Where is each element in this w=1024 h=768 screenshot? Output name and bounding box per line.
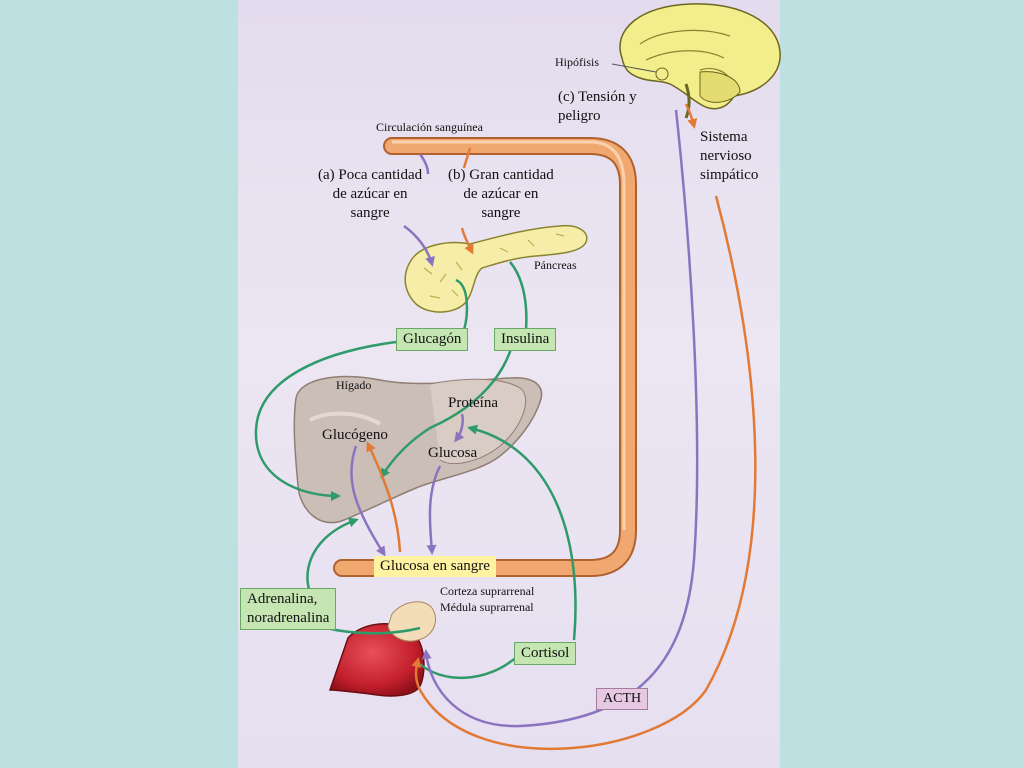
brain-to-sympathetic-arrow [684,103,698,129]
pancreas-to-insulin-arrow [509,261,528,331]
medula-suprarrenal-label: Médula suprarrenal [440,600,534,614]
adrenalina-box: Adrenalina, noradrenalina [240,588,337,630]
proteina-to-glucosa-arrow [454,413,465,443]
gran-cantidad-label: (b) Gran cantidad de azúcar en sangre [448,167,554,221]
blood-vessel [333,137,637,577]
brain-illustration [619,3,781,119]
higado-label: Hígado [336,378,372,392]
glucosa-label: Glucosa [428,445,478,461]
vessel-to-low-sugar-arrow [418,153,430,175]
green-arrows [254,261,577,680]
hipofisis-pointer [611,63,657,73]
glucogeno-label: Glucógeno [322,427,388,443]
purple-arrows [350,109,699,728]
adrenal-to-adrenalina-arrow [325,626,421,635]
insulin-to-liver-arrow [380,345,514,479]
sistema-nervioso-label: Sistema nervioso simpático [700,129,759,183]
adrenal-to-cortisol-arrow [419,653,521,680]
blood-to-glucogeno-arrow [366,441,402,553]
glucogeno-to-blood-arrow [350,445,386,557]
adrenal-gland-illustration [328,601,436,697]
glucosa-to-blood-arrow [426,465,442,555]
hipofisis-label: Hipófisis [555,55,600,69]
glucosa-en-sangre-label: Glucosa en sangre [374,556,496,577]
cortisol-to-protein-arrow [467,424,577,641]
proteina-label: Proteína [448,395,498,411]
pancreas-to-glucagon-arrow [455,278,469,331]
glucagon-box: Glucagón [396,328,469,351]
pancreas-illustration [404,224,588,313]
sympathetic-to-adrenal-arrow [411,195,757,751]
circulacion-label: Circulación sanguínea [376,120,483,134]
pancreas-label: Páncreas [534,258,577,272]
tension-label: (c) Tensión y peligro [558,89,637,124]
poca-cantidad-label: (a) Poca cantidad de azúcar en sangre [318,167,423,221]
corteza-suprarrenal-label: Corteza suprarrenal [440,584,535,598]
acth-box: ACTH [596,688,649,710]
liver-illustration [293,375,543,524]
hipofisis-acth-arrow [421,109,699,728]
low-sugar-to-pancreas-arrow [403,224,435,267]
insulina-box: Insulina [494,328,557,351]
vessel-to-high-sugar-arrow [462,147,472,169]
glucagon-to-liver-arrow [254,340,397,501]
orange-arrows [366,103,757,751]
high-sugar-to-pancreas-arrow [460,227,474,255]
cortisol-box: Cortisol [514,642,577,665]
